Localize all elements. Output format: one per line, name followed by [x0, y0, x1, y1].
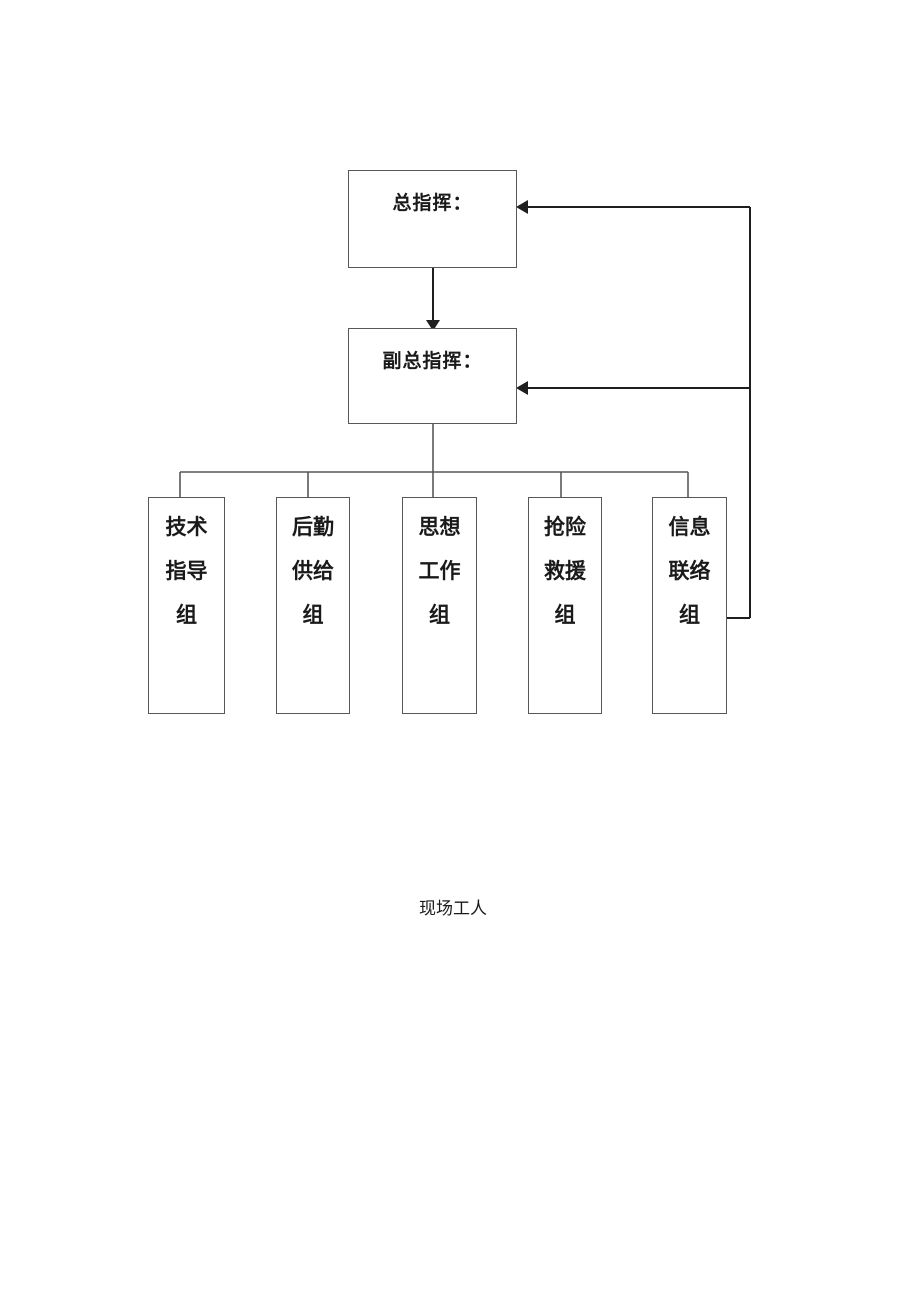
group-line: 后勤 [292, 515, 334, 539]
node-commander[interactable] [348, 170, 517, 268]
group-line: 工作 [418, 559, 461, 583]
group-line: 技术 [165, 515, 208, 539]
footer-caption: 现场工人 [419, 899, 487, 919]
connector-feedback-loop [516, 200, 751, 619]
node-group-emergency-rescue[interactable] [528, 497, 602, 714]
node-commander-label: 总指挥： [392, 192, 473, 214]
connector-commander-to-deputy [426, 268, 440, 331]
group-line: 组 [429, 603, 450, 627]
node-group-ideological-work[interactable] [402, 497, 477, 714]
group-line: 思想 [418, 515, 461, 539]
group-line: 组 [302, 603, 324, 627]
node-group-technical-guidance-label: 技术 指导 组 [148, 505, 225, 637]
node-group-logistics-supply[interactable] [276, 497, 350, 714]
node-group-ideological-work-label: 思想 工作 组 [402, 505, 477, 637]
group-line: 救援 [544, 559, 586, 583]
group-line: 组 [679, 603, 700, 627]
node-deputy-commander-label: 副总指挥： [382, 350, 483, 372]
group-line: 指导 [165, 559, 208, 583]
group-line: 组 [176, 603, 197, 627]
group-line: 供给 [292, 559, 334, 583]
node-group-technical-guidance[interactable] [148, 497, 225, 714]
node-group-emergency-rescue-label: 抢险 救援 组 [528, 505, 602, 637]
group-line: 组 [554, 603, 576, 627]
group-line: 信息 [668, 515, 711, 539]
node-group-information-liaison[interactable] [652, 497, 727, 714]
node-group-information-liaison-label: 信息 联络 组 [652, 505, 727, 637]
connector-deputy-to-bus [179, 424, 689, 497]
group-line: 联络 [668, 559, 711, 583]
group-line: 抢险 [544, 515, 586, 539]
node-group-logistics-supply-label: 后勤 供给 组 [276, 505, 350, 637]
node-deputy-commander[interactable] [348, 328, 517, 424]
